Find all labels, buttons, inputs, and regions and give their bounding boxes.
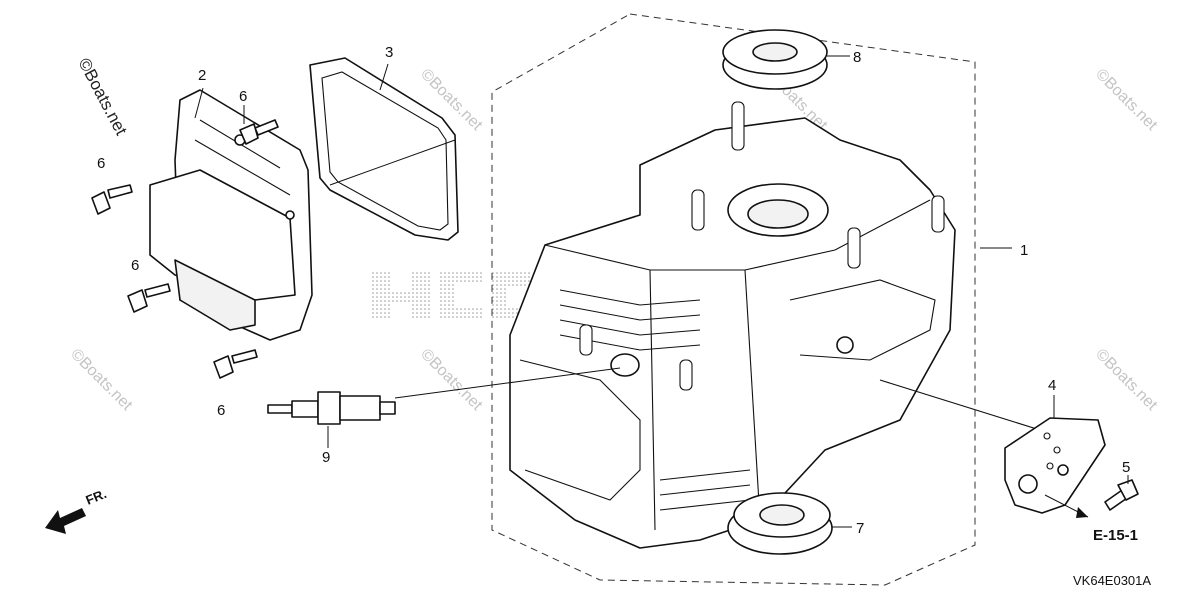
front-direction-label: FR. — [84, 486, 109, 508]
callout-number: 6 — [217, 402, 225, 419]
callout-number: 6 — [97, 155, 105, 172]
crankcase-icon — [509, 101, 1041, 549]
head-cover-icon — [149, 89, 313, 341]
callout-number: 9 — [322, 449, 330, 466]
flange-bolt-icon — [1104, 479, 1139, 511]
leader-line — [329, 139, 456, 186]
flange-bolt-icon — [239, 119, 279, 145]
leader-line — [194, 87, 204, 119]
leader-line — [394, 367, 621, 399]
logo-watermark — [372, 272, 532, 320]
watermark: ©Boats.net — [417, 346, 486, 415]
callout-number: 1 — [1020, 242, 1028, 259]
flange-bolt-icon — [127, 283, 171, 313]
assembly-boundary — [491, 13, 976, 586]
callout-number: 3 — [385, 44, 393, 61]
reference-label: E-15-1 — [1093, 527, 1138, 544]
watermark: ©Boats.net — [1092, 66, 1161, 135]
callout-number: 8 — [853, 49, 861, 66]
callout-numbers: 1 2 3 4 5 6 6 6 6 7 8 9 — [97, 44, 1130, 537]
callout-number: 2 — [198, 67, 206, 84]
flange-bolt-icon — [213, 349, 258, 379]
callout-number: 6 — [131, 257, 139, 274]
callout-number: 4 — [1048, 377, 1056, 394]
head-cover-gasket-icon — [309, 57, 459, 241]
front-direction-arrow: FR. — [45, 486, 109, 534]
watermark: ©Boats.net — [67, 346, 136, 415]
copyright-mark: ©Boats.net — [74, 55, 131, 139]
leader-line — [379, 63, 389, 91]
callout-number: 5 — [1122, 459, 1130, 476]
oil-seal-icon — [722, 29, 828, 90]
watermark: ©Boats.net — [1092, 346, 1161, 415]
callout-number: 6 — [239, 88, 247, 105]
flange-bolt-icon — [91, 184, 133, 215]
side-plate-icon — [1004, 417, 1106, 514]
ball-bearing-icon — [727, 492, 833, 555]
diagram-code: VK64E0301A — [1073, 573, 1151, 588]
spark-plug-icon — [267, 391, 396, 425]
callout-number: 7 — [856, 520, 864, 537]
